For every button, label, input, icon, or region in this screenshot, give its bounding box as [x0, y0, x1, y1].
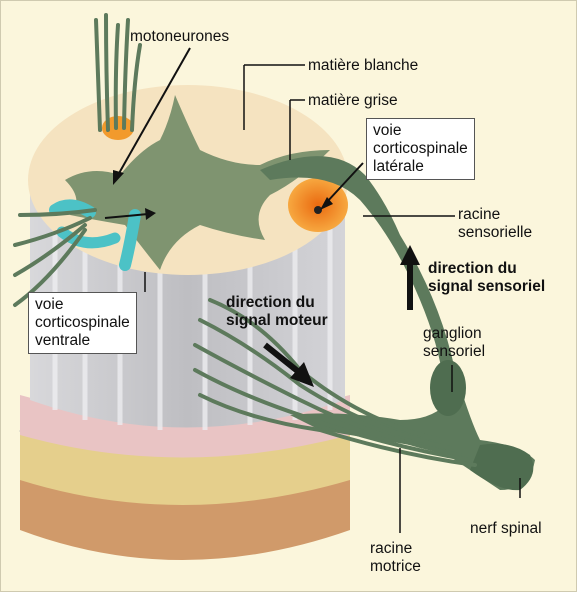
label-nerf-spinal: nerf spinal — [470, 520, 542, 538]
label-voie-laterale-line3: latérale — [373, 158, 468, 176]
label-voie-laterale-line1: voie — [373, 122, 468, 140]
label-racine-sensorielle-line2: sensorielle — [458, 224, 532, 242]
label-matiere-grise: matière grise — [308, 92, 398, 110]
label-racine-sensorielle-line1: racine — [458, 206, 532, 224]
label-racine-motrice-line1: racine — [370, 540, 421, 558]
label-direction-sensoriel: direction du signal sensoriel — [428, 260, 545, 296]
lateral-tract-dot — [314, 206, 322, 214]
label-direction-moteur-line1: direction du — [226, 294, 328, 312]
label-motoneurones: motoneurones — [130, 28, 229, 46]
label-racine-motrice-line2: motrice — [370, 558, 421, 576]
label-racine-sensorielle: racine sensorielle — [458, 206, 532, 242]
lateral-tract — [288, 178, 348, 232]
label-voie-ventrale: voie corticospinale ventrale — [28, 292, 137, 354]
label-direction-sensoriel-line1: direction du — [428, 260, 545, 278]
sensory-ganglion — [430, 360, 466, 416]
label-voie-laterale-line2: corticospinale — [373, 140, 468, 158]
label-direction-sensoriel-line2: signal sensoriel — [428, 278, 545, 296]
label-matiere-blanche: matière blanche — [308, 57, 418, 75]
label-racine-motrice: racine motrice — [370, 540, 421, 576]
label-voie-laterale: voie corticospinale latérale — [366, 118, 475, 180]
label-voie-ventrale-line2: corticospinale — [35, 314, 130, 332]
label-ganglion-sensoriel: ganglion sensoriel — [423, 325, 485, 361]
label-ganglion-sensoriel-line1: ganglion — [423, 325, 485, 343]
label-direction-moteur: direction du signal moteur — [226, 294, 328, 330]
label-direction-moteur-line2: signal moteur — [226, 312, 328, 330]
label-voie-ventrale-line1: voie — [35, 296, 130, 314]
label-ganglion-sensoriel-line2: sensoriel — [423, 343, 485, 361]
label-voie-ventrale-line3: ventrale — [35, 332, 130, 350]
